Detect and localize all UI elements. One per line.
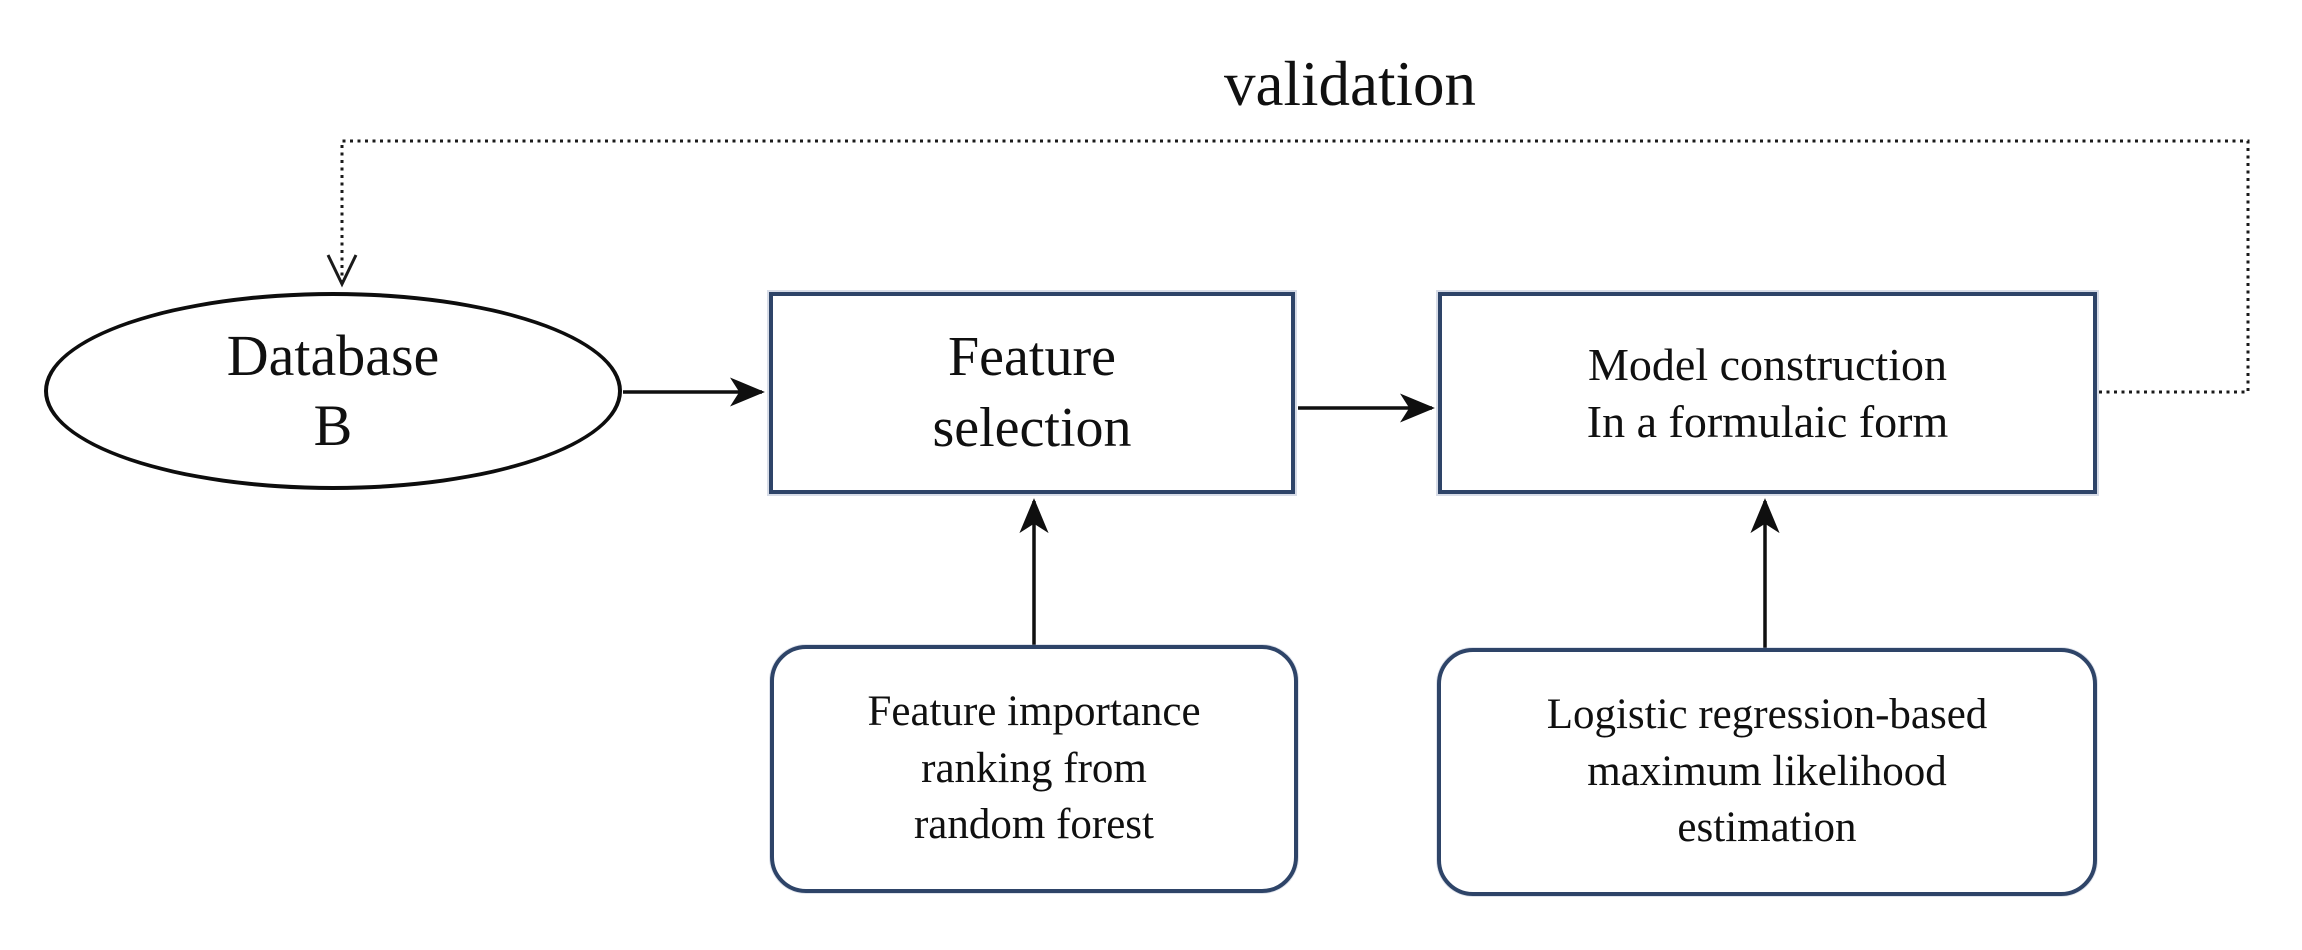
node-model-construction: Model construction In a formulaic form [1438,292,2097,494]
node-model-construction-line2: In a formulaic form [1586,396,1949,447]
node-feature-importance-line1: Feature importance [867,687,1201,735]
node-feature-importance-line2: ranking from [921,744,1147,792]
node-database: Database B [44,292,622,490]
node-logistic-regression-line1: Logistic regression-based [1546,690,1988,738]
node-feature-selection: Feature selection [769,292,1295,494]
node-logistic-regression: Logistic regression-based maximum likeli… [1437,648,2097,896]
node-feature-importance-line3: random forest [913,801,1154,849]
node-database-line2: B [313,393,353,458]
validation-feedback-arrowhead [326,254,358,288]
validation-label: validation [1224,49,1476,119]
validation-feedback-dotted-path [340,139,2250,394]
node-database-line1: Database [226,323,440,389]
node-logistic-regression-line3: estimation [1677,804,1857,852]
node-model-construction-line1: Model construction [1588,338,1947,390]
node-feature-selection-line2: selection [932,397,1132,459]
node-feature-importance: Feature importance ranking from random f… [770,645,1298,893]
node-logistic-regression-line2: maximum likelihood [1587,747,1947,795]
node-feature-selection-line1: Feature [948,326,1116,389]
